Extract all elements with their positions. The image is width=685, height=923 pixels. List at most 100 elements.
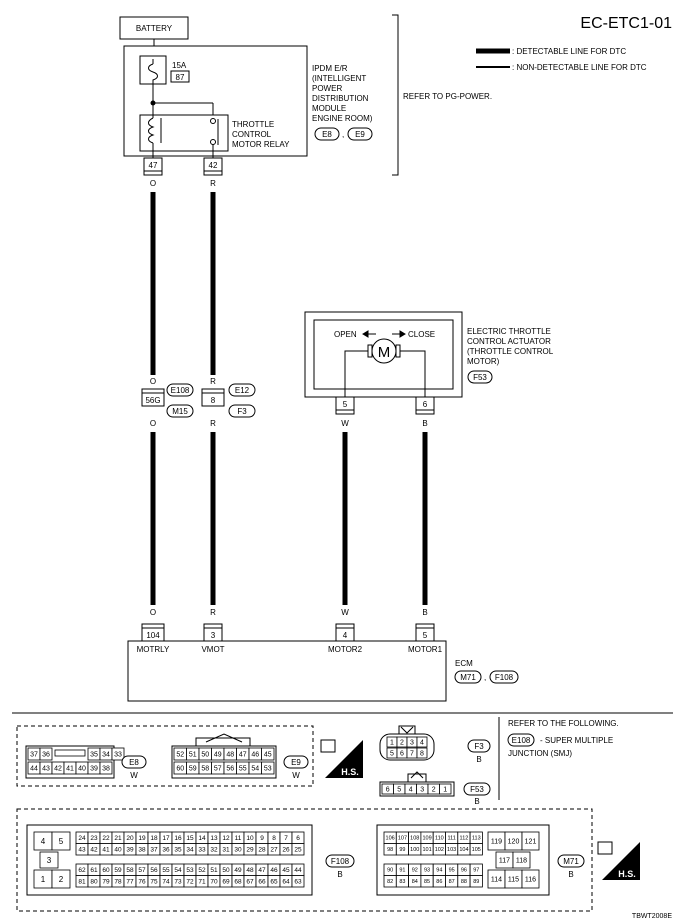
refer-following-line1: - SUPER MULTIPLE (540, 736, 613, 745)
pin-number: 87 (449, 879, 455, 885)
pin-number: 33 (198, 847, 206, 854)
pin-number: 19 (138, 835, 146, 842)
pin-number: 9 (260, 835, 264, 842)
pin-number: 80 (90, 879, 98, 886)
pin-number: 104 (459, 847, 468, 853)
pin-number: 55 (162, 867, 170, 874)
pin-number: 53 (264, 765, 272, 772)
pin-cell (39, 851, 59, 869)
pin-number: 16 (174, 835, 182, 842)
pin-cell (416, 736, 428, 748)
connector-frame (379, 781, 455, 797)
f53-color: B (474, 797, 479, 806)
actuator-pin-5: 5 (343, 400, 348, 409)
refer-bracket (392, 14, 399, 176)
pin-number: 114 (491, 876, 502, 883)
pin-number: 12 (222, 835, 230, 842)
actuator-line-4: MOTOR) (467, 357, 500, 366)
pin-number: 105 (472, 847, 481, 853)
pin-number: 46 (270, 867, 278, 874)
pin-number: 35 (90, 751, 98, 758)
pin-number: 111 (447, 836, 455, 842)
ipdm-conn-e9: E9 (355, 130, 365, 139)
pin-cell (51, 869, 71, 889)
pin-number: 23 (90, 835, 98, 842)
pin-cell (416, 747, 428, 759)
pin-number: 75 (150, 879, 158, 886)
ipdm-line-1: IPDM E/R (312, 64, 348, 73)
wire-color-r-4: R (210, 608, 216, 617)
pin-number: 50 (201, 751, 209, 758)
pin-number: 28 (258, 847, 266, 854)
ecm-conn-sep: , (484, 673, 486, 682)
pin-number: 4 (409, 786, 413, 793)
ecm-pin-4: 4 (343, 631, 348, 640)
f3-color: B (476, 755, 481, 764)
pin-number: 10 (246, 835, 254, 842)
pin-number: 2 (400, 739, 404, 746)
pin-number: 77 (126, 879, 134, 886)
pin-number: 81 (78, 879, 86, 886)
pin-number: 47 (239, 751, 247, 758)
pin-number: 84 (412, 879, 418, 885)
pin-number: 5 (397, 786, 401, 793)
pin-number: 63 (294, 879, 302, 886)
pin-cell (291, 843, 305, 856)
pin-number: 39 (126, 847, 134, 854)
pin-number: 49 (234, 867, 242, 874)
fuse-icon (148, 59, 158, 84)
pin-number: 21 (114, 835, 122, 842)
pin-number: 6 (386, 786, 390, 793)
pin-number: 15 (186, 835, 194, 842)
pin-number: 14 (198, 835, 206, 842)
pin-number: 37 (30, 751, 38, 758)
pin-number: 2 (59, 875, 64, 884)
pin-number: 93 (424, 868, 430, 874)
wire-color-w-2: W (341, 608, 349, 617)
pin-number: 41 (102, 847, 110, 854)
arrow-right-icon (392, 330, 406, 338)
pin-number: 60 (176, 765, 184, 772)
pin-number: 4 (420, 739, 424, 746)
wire-color-r-3: R (210, 419, 216, 428)
pin-number: 64 (282, 879, 290, 886)
pin-number: 69 (222, 879, 230, 886)
refer-following-line2: JUNCTION (SMJ) (508, 749, 572, 758)
pin-cell (469, 843, 483, 856)
conn-f3: F3 (237, 407, 247, 416)
pin-number: 54 (251, 765, 259, 772)
pin-number: 72 (186, 879, 194, 886)
pin-number: 61 (90, 867, 98, 874)
actuator-pin-6: 6 (423, 400, 428, 409)
relay-label-3: MOTOR RELAY (232, 140, 290, 149)
m71-color: B (568, 870, 573, 879)
pin-number: 73 (174, 879, 182, 886)
pin-number: 13 (210, 835, 218, 842)
junction-pin-56g: 56G (145, 396, 160, 405)
pin-number: 101 (422, 847, 431, 853)
pin-number: 59 (114, 867, 122, 874)
ecm-name: ECM (455, 659, 473, 668)
ecm-label-motor2: MOTOR2 (328, 645, 363, 654)
pin-number: 110 (435, 836, 444, 842)
ipdm-conn-e8: E8 (322, 130, 332, 139)
refer-pg-power: REFER TO PG-POWER. (403, 92, 492, 101)
pin-number: 44 (30, 765, 38, 772)
pin-number: 29 (246, 847, 254, 854)
wire-color-o-4: O (150, 608, 156, 617)
connector-frame (171, 745, 277, 779)
pin-number: 53 (186, 867, 194, 874)
pin-number: 26 (282, 847, 290, 854)
pin-number: 56 (150, 867, 158, 874)
pin-number: 3 (410, 739, 414, 746)
pin-number: 51 (189, 751, 197, 758)
pin-cell (439, 783, 452, 795)
pin-number: 6 (296, 835, 300, 842)
pin-number: 98 (387, 847, 393, 853)
pin-number: 88 (461, 879, 467, 885)
pin-number: 4 (41, 837, 46, 846)
pin-number: 91 (399, 868, 405, 874)
actuator-line-1: ELECTRIC THROTTLE (467, 327, 551, 336)
